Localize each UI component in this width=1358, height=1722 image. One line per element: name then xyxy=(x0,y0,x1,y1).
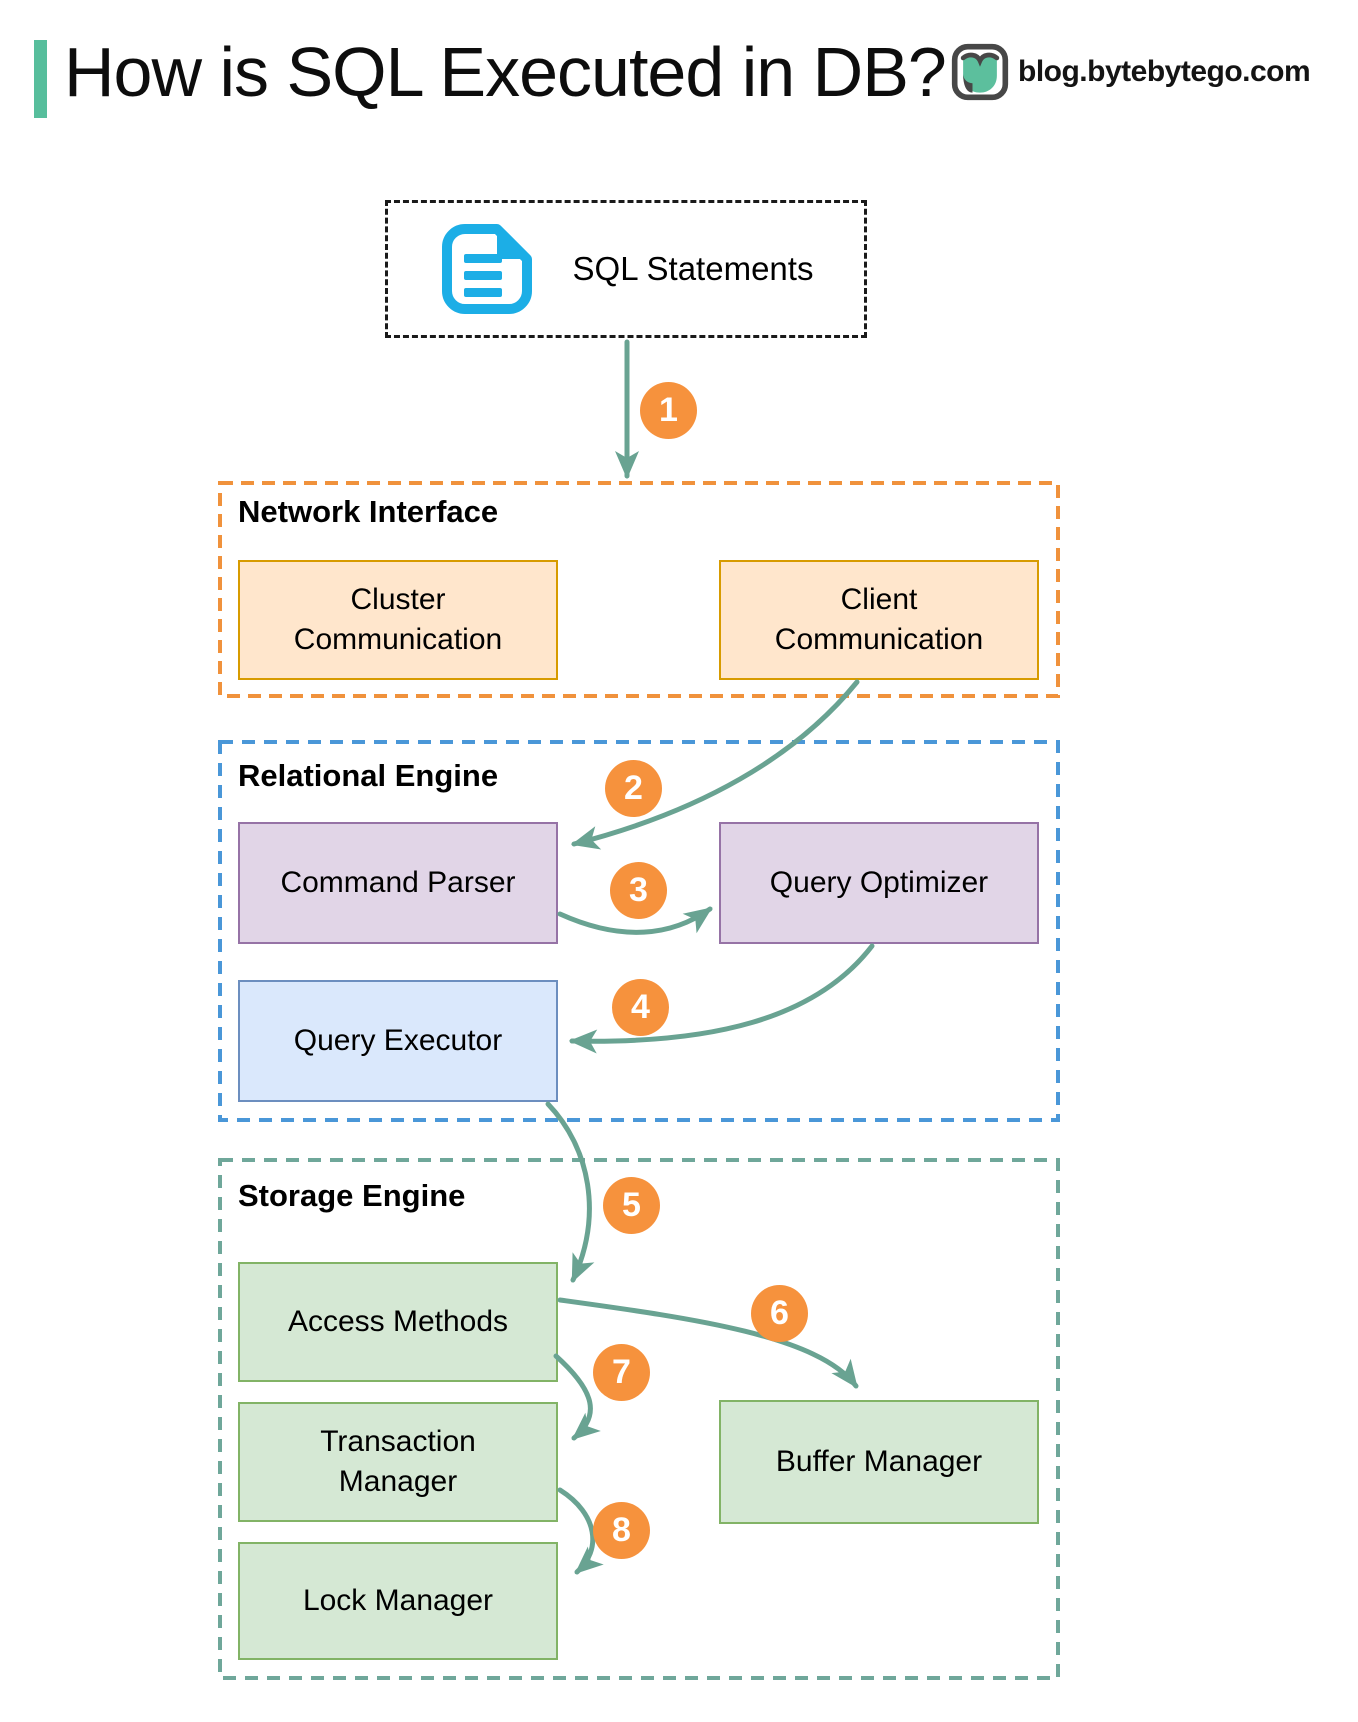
step-3-badge: 3 xyxy=(610,862,667,919)
page-title: How is SQL Executed in DB? xyxy=(64,33,947,111)
brand-logo: blog.bytebytego.com xyxy=(950,40,1311,104)
relational-engine-label: Relational Engine xyxy=(238,758,499,793)
title-accent-bar xyxy=(34,40,47,118)
bytebytego-logo-icon xyxy=(951,43,1009,101)
client-communication-box: Client Communication xyxy=(719,560,1039,680)
arrow-step-7 xyxy=(553,1353,601,1441)
step-7-badge: 7 xyxy=(593,1344,650,1401)
storage-engine-label: Storage Engine xyxy=(238,1178,466,1213)
arrow-step-2 xyxy=(571,679,860,850)
step-5-badge: 5 xyxy=(603,1177,660,1234)
step-4-badge: 4 xyxy=(612,979,669,1036)
network-interface-label: Network Interface xyxy=(238,494,499,529)
step-2-badge: 2 xyxy=(605,760,662,817)
step-8-badge: 8 xyxy=(593,1502,650,1559)
lock-manager-box: Lock Manager xyxy=(238,1542,558,1660)
access-methods-box: Access Methods xyxy=(238,1262,558,1382)
arrow-step-8 xyxy=(557,1487,604,1575)
brand-url: blog.bytebytego.com xyxy=(1018,55,1311,88)
query-executor-box: Query Executor xyxy=(238,980,558,1102)
arrow-step-5 xyxy=(545,1101,595,1283)
query-optimizer-box: Query Optimizer xyxy=(719,822,1039,944)
sql-document-icon xyxy=(441,224,532,314)
sql-statements-box: SQL Statements xyxy=(385,200,867,338)
transaction-manager-box: Transaction Manager xyxy=(238,1402,558,1522)
step-1-badge: 1 xyxy=(640,382,697,439)
step-6-badge: 6 xyxy=(751,1285,808,1342)
sql-statements-label: SQL Statements xyxy=(572,250,814,287)
cluster-communication-box: Cluster Communication xyxy=(238,560,558,680)
command-parser-box: Command Parser xyxy=(238,822,558,944)
buffer-manager-box: Buffer Manager xyxy=(719,1400,1039,1524)
